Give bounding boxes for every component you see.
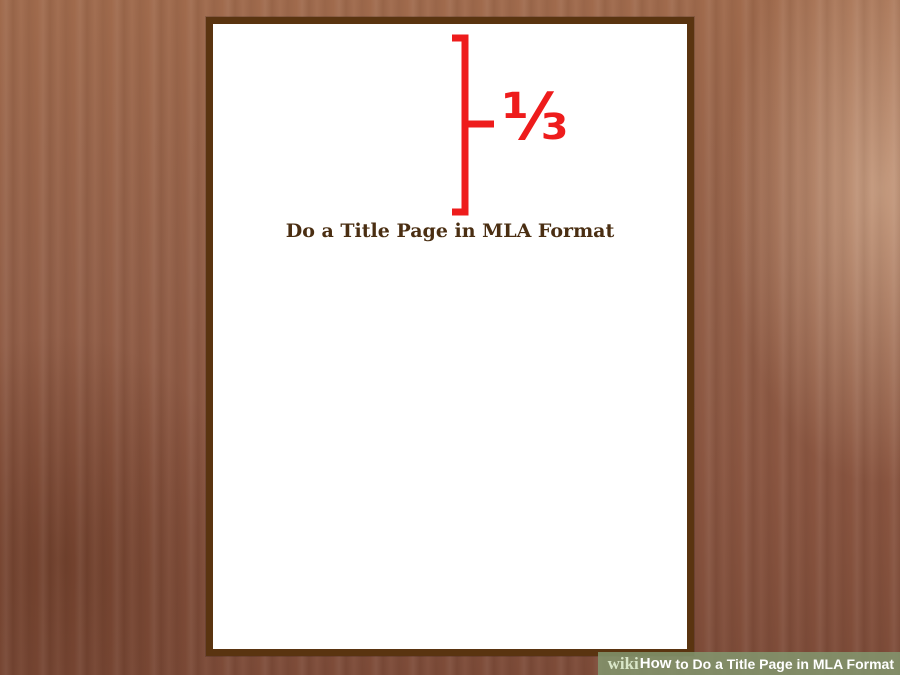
watermark-wiki: wiki <box>607 653 639 673</box>
bracket-icon <box>452 34 494 216</box>
paper-sheet <box>206 17 694 656</box>
watermark-text: to Do a Title Page in MLA Format <box>675 655 894 672</box>
document-title: Do a Title Page in MLA Format <box>285 220 615 242</box>
watermark-how: How <box>639 655 672 672</box>
one-third-label: ⅓ <box>502 81 568 155</box>
wikihow-watermark: wiki How to Do a Title Page in MLA Forma… <box>598 652 900 675</box>
